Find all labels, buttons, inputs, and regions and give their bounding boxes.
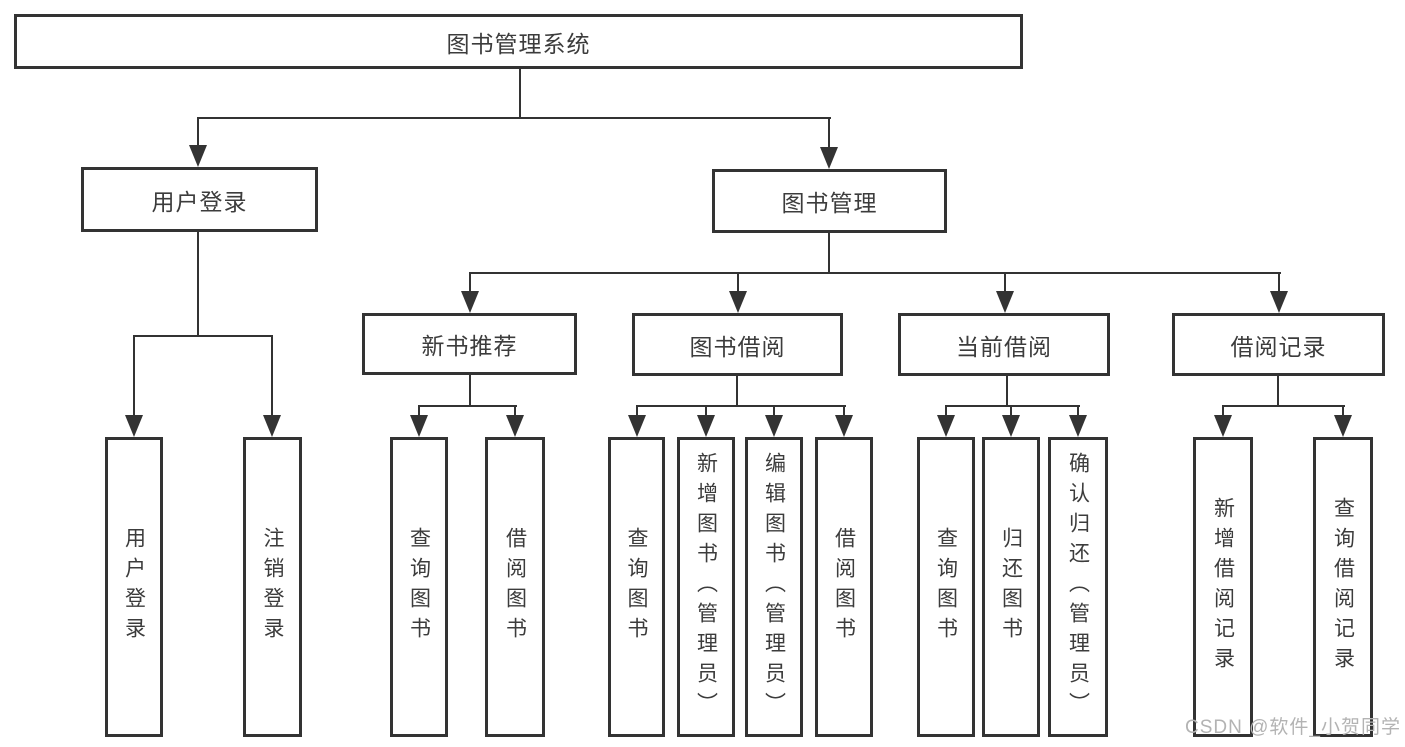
connector-line [945, 405, 1080, 407]
node-book-management: 图书管理 [712, 169, 947, 233]
arrow-down-icon [765, 415, 783, 437]
connector-line [519, 68, 521, 118]
connector-line [469, 272, 1281, 274]
node-label: 当前借阅 [956, 333, 1052, 360]
leaf-label: 借阅图书 [832, 527, 856, 647]
arrow-down-icon [996, 291, 1014, 313]
arrow-down-icon [1334, 415, 1352, 437]
arrow-down-icon [1270, 291, 1288, 313]
connector-line [828, 117, 830, 149]
arrow-down-icon [1069, 415, 1087, 437]
leaf-label: 查询图书 [625, 527, 648, 647]
leaf-label: 编辑图书（管理员） [762, 452, 786, 722]
connector-line [1010, 405, 1012, 417]
node-label: 图书管理 [781, 190, 878, 216]
connector-line [1006, 375, 1008, 407]
connector-line [418, 405, 517, 407]
connector-line [197, 231, 199, 337]
connector-line [736, 375, 738, 407]
leaf-current-query-books: 查询图书 [917, 437, 975, 737]
connector-line [636, 405, 846, 407]
leaf-label: 确认归还（管理员） [1066, 452, 1090, 722]
connector-line [773, 405, 775, 417]
node-user-login: 用户登录 [81, 167, 318, 232]
connector-line [636, 405, 638, 417]
connector-line [133, 335, 135, 417]
connector-line [705, 405, 707, 417]
leaf-borrowing-query-books: 查询图书 [608, 437, 665, 737]
leaf-add-books-admin: 新增图书（管理员） [677, 437, 735, 737]
node-label: 图书管理系统 [446, 30, 591, 57]
leaf-add-borrow-record: 新增借阅记录 [1193, 437, 1253, 737]
node-label: 借阅记录 [1230, 333, 1327, 360]
leaf-label: 查询图书 [407, 527, 431, 647]
connector-line [469, 272, 471, 293]
leaf-label: 新增图书（管理员） [694, 452, 718, 722]
leaf-label: 新增借阅记录 [1211, 497, 1235, 677]
connector-line [1278, 272, 1280, 293]
leaf-label: 注销登录 [261, 527, 284, 647]
arrow-down-icon [937, 415, 955, 437]
connector-line [843, 405, 845, 417]
leaf-label: 查询借阅记录 [1331, 497, 1355, 677]
connector-line [514, 405, 516, 417]
connector-line [1342, 405, 1344, 417]
arrow-down-icon [461, 291, 479, 313]
leaf-user-login: 用户登录 [105, 437, 163, 737]
leaf-logout-login: 注销登录 [243, 437, 302, 737]
arrow-down-icon [835, 415, 853, 437]
leaf-return-books: 归还图书 [982, 437, 1040, 737]
node-current-borrowing: 当前借阅 [898, 313, 1110, 376]
leaf-recommend-query-books: 查询图书 [390, 437, 448, 737]
connector-line [133, 335, 273, 337]
node-label: 用户登录 [151, 188, 248, 215]
arrow-down-icon [697, 415, 715, 437]
connector-line [197, 117, 831, 119]
connector-line [1277, 375, 1279, 407]
leaf-confirm-return-admin: 确认归还（管理员） [1048, 437, 1108, 737]
leaf-label: 归还图书 [999, 527, 1023, 647]
arrow-down-icon [628, 415, 646, 437]
arrow-down-icon [189, 145, 207, 167]
arrow-down-icon [820, 147, 838, 169]
connector-line [945, 405, 947, 417]
watermark: CSDN @软件_小贺同学 [1185, 717, 1401, 738]
connector-line [469, 374, 471, 407]
node-label: 图书借阅 [689, 333, 786, 360]
node-book-borrowing: 图书借阅 [632, 313, 843, 376]
leaf-recommend-borrow-books: 借阅图书 [485, 437, 545, 737]
leaf-label: 用户登录 [122, 527, 146, 647]
leaf-label: 借阅图书 [503, 527, 527, 647]
leaf-query-borrow-record: 查询借阅记录 [1313, 437, 1373, 737]
arrow-down-icon [1002, 415, 1020, 437]
leaf-edit-books-admin: 编辑图书（管理员） [745, 437, 803, 737]
node-label: 新书推荐 [421, 333, 518, 359]
connector-line [271, 335, 273, 417]
connector-line [737, 272, 739, 293]
leaf-borrow-books: 借阅图书 [815, 437, 873, 737]
connector-line [1004, 272, 1006, 293]
arrow-down-icon [125, 415, 143, 437]
arrow-down-icon [410, 415, 428, 437]
connector-line [828, 232, 830, 274]
arrow-down-icon [1214, 415, 1232, 437]
node-new-book-recommend: 新书推荐 [362, 313, 577, 375]
connector-line [418, 405, 420, 417]
connector-line [1222, 405, 1224, 417]
leaf-label: 查询图书 [934, 527, 958, 647]
connector-line [1077, 405, 1079, 417]
node-root-system: 图书管理系统 [14, 14, 1023, 69]
arrow-down-icon [506, 415, 524, 437]
arrow-down-icon [729, 291, 747, 313]
node-borrowing-records: 借阅记录 [1172, 313, 1385, 376]
connector-line [1222, 405, 1345, 407]
arrow-down-icon [263, 415, 281, 437]
connector-line [197, 117, 199, 147]
